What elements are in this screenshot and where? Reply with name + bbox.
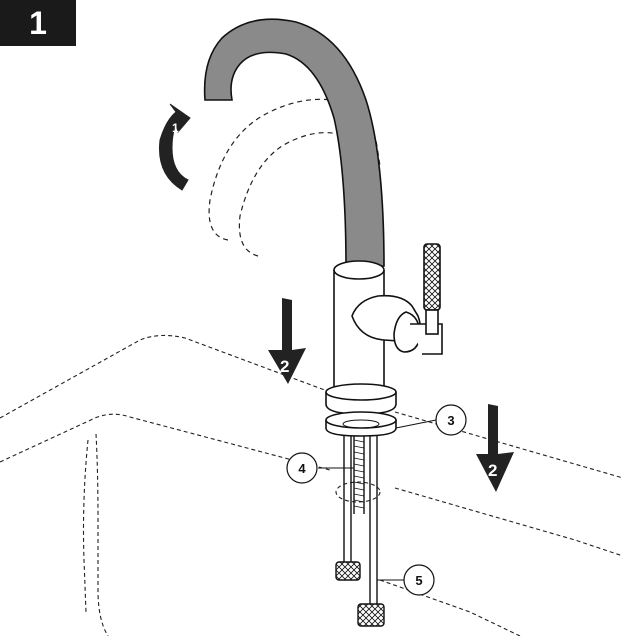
faucet-lever-handle xyxy=(351,243,443,355)
rotate-arrow: 1 xyxy=(158,103,191,191)
callout-5: 5 xyxy=(377,564,435,596)
hose-connector-left xyxy=(335,561,361,581)
callout-3-number: 3 xyxy=(447,413,454,428)
callout-3: 3 xyxy=(395,404,467,436)
down-arrow-left-number: 2 xyxy=(280,357,289,376)
supply-hoses xyxy=(343,436,378,604)
sink-basin-outline xyxy=(0,413,623,636)
gasket-seal xyxy=(325,411,397,437)
down-arrow-left: 2 xyxy=(268,298,306,384)
down-arrow-right-number: 2 xyxy=(488,461,497,480)
hose-connector-right xyxy=(357,603,385,627)
faucet-spout xyxy=(203,18,385,269)
mounting-hole-outline xyxy=(335,481,381,503)
callout-4: 4 xyxy=(286,452,354,484)
rotate-arrow-number: 1 xyxy=(172,121,179,135)
down-arrow-right: 2 xyxy=(476,404,514,492)
step-number-badge: 1 xyxy=(0,0,76,46)
callout-4-number: 4 xyxy=(298,461,306,476)
callout-5-number: 5 xyxy=(415,573,422,588)
threaded-stud xyxy=(353,436,365,514)
sink-edge-outline xyxy=(379,579,521,636)
faucet-base-ring xyxy=(325,383,397,415)
countertop-outline xyxy=(0,334,623,479)
